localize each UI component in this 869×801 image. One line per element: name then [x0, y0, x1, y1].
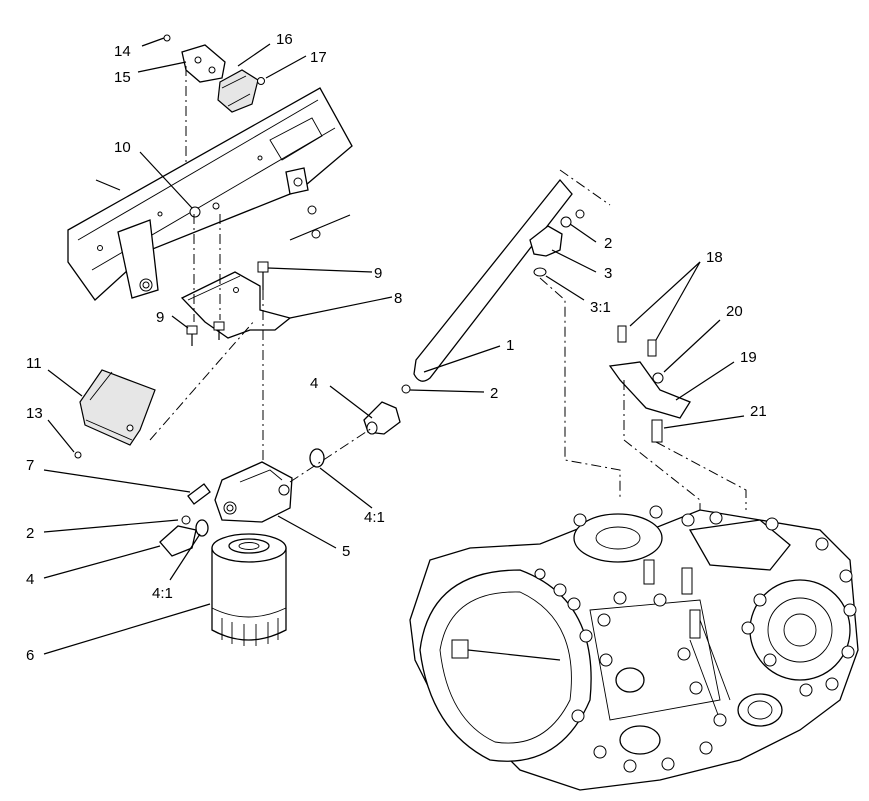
- hose: [413, 169, 611, 382]
- callout-6: 6: [26, 647, 34, 664]
- relay-bracket: [163, 34, 265, 210]
- callout-2-right: 2: [604, 235, 612, 252]
- callout-16: 16: [276, 31, 293, 48]
- callout-19: 19: [740, 349, 757, 366]
- transmission-housing: [409, 505, 859, 791]
- callout-1: 1: [506, 337, 514, 354]
- center-fittings: [289, 384, 411, 483]
- callout-4-1-center: 4:1: [364, 509, 385, 526]
- callout-8: 8: [394, 290, 402, 307]
- callout-4-1-left: 4:1: [152, 585, 173, 602]
- callout-21: 21: [750, 403, 767, 420]
- elbow-fitting: [529, 209, 621, 500]
- callout-13: 13: [26, 405, 43, 422]
- callout-4-center: 4: [310, 375, 318, 392]
- callout-15: 15: [114, 69, 131, 86]
- leader-lines: [43, 37, 745, 655]
- filter-head: [214, 461, 293, 523]
- callout-9-top: 9: [374, 265, 382, 282]
- oil-filter: [211, 533, 287, 646]
- callout-2-left: 2: [26, 525, 34, 542]
- callout-5: 5: [342, 543, 350, 560]
- frame-rail: [67, 87, 353, 301]
- callout-17: 17: [310, 49, 327, 66]
- callout-3-1: 3:1: [590, 299, 611, 316]
- left-fittings: [159, 483, 211, 557]
- callout-9-left: 9: [156, 309, 164, 326]
- callout-2-center: 2: [490, 385, 498, 402]
- callout-20: 20: [726, 303, 743, 320]
- control-module: [74, 319, 256, 459]
- callout-7: 7: [26, 457, 34, 474]
- shift-bracket: [608, 325, 747, 520]
- callout-10: 10: [114, 139, 131, 156]
- callout-18: 18: [706, 249, 723, 266]
- callout-3: 3: [604, 265, 612, 282]
- mounting-bracket: [180, 214, 292, 470]
- callout-14: 14: [114, 43, 131, 60]
- callout-labels: 14 15 16 17 10 9 8 9 11 13 7 2 4 4:1 6 5…: [26, 31, 767, 664]
- callout-11: 11: [26, 355, 42, 372]
- callout-4-left: 4: [26, 571, 34, 588]
